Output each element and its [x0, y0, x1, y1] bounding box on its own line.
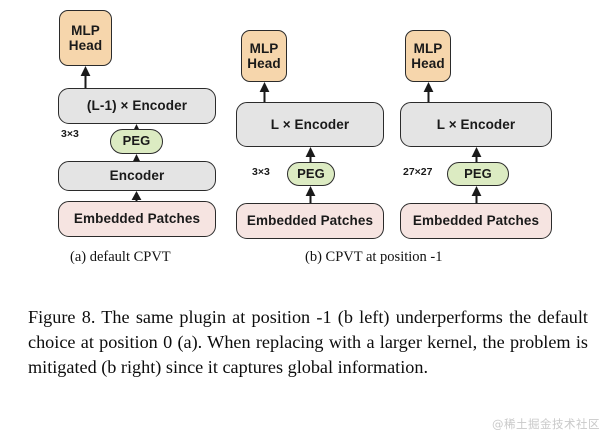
panel-b-left-peg-label: PEG — [297, 165, 325, 181]
panel-b-right-peg-box: PEG — [447, 162, 509, 186]
panel-a-mlp-head-line2: Head — [68, 38, 103, 53]
panel-a-mlp-head-box: MLP Head — [59, 10, 112, 66]
panel-b-right-arrow-encoder-to-mlp — [422, 82, 435, 102]
panel-b-right-patches-label: Embedded Patches — [412, 213, 540, 229]
panel-a-subcaption: (a) default CPVT — [70, 249, 171, 265]
panel-a-encoder-bottom-box: Encoder — [58, 161, 216, 191]
watermark-text: @稀土掘金技术社区 — [492, 417, 600, 431]
figure-caption-text: The same plugin at position -1 (b left) … — [28, 307, 588, 377]
panel-b-right-kernel-label: 27×27 — [403, 166, 433, 178]
panel-b-right-peg-label: PEG — [464, 165, 492, 181]
panel-a-arrow-encoder-to-mlp — [79, 66, 92, 88]
panel-b-right-mlp-head-box: MLP Head — [405, 30, 451, 82]
panel-a-kernel-label: 3×3 — [61, 128, 79, 140]
panel-b-left-encoder-box: L × Encoder — [236, 102, 384, 147]
panel-b-left-patches-label: Embedded Patches — [246, 213, 374, 229]
panel-a-encoder-bottom-label: Encoder — [109, 168, 165, 184]
panel-a-patches-box: Embedded Patches — [58, 201, 216, 237]
panel-b-subcaption: (b) CPVT at position -1 — [305, 249, 443, 265]
panel-a-patches-label: Embedded Patches — [73, 211, 201, 227]
panel-b-left-patches-box: Embedded Patches — [236, 203, 384, 239]
panel-a-peg-box: PEG — [110, 129, 163, 154]
panel-a-peg-label: PEG — [122, 133, 151, 149]
panel-a-encoder-top-label: (L-1) × Encoder — [86, 98, 188, 114]
panel-b-right-mlp-head-line2: Head — [411, 56, 445, 71]
panel-b-right-mlp-head-line1: MLP — [413, 40, 443, 56]
panel-b-left-mlp-head-line1: MLP — [249, 40, 279, 56]
panel-b-left-arrow-encoder-to-mlp — [258, 82, 271, 102]
panel-b-left-encoder-label: L × Encoder — [270, 116, 350, 132]
panel-a-encoder-top-box: (L-1) × Encoder — [58, 88, 216, 124]
panel-b-right-arrow-patches-to-peg — [470, 186, 483, 204]
figure-caption-number: Figure 8. — [28, 307, 96, 327]
panel-b-right-encoder-box: L × Encoder — [400, 102, 552, 147]
panel-b-left-peg-box: PEG — [287, 162, 335, 186]
panel-a-mlp-head-line1: MLP — [71, 22, 100, 38]
panel-b-right-patches-box: Embedded Patches — [400, 203, 552, 239]
figure-caption: Figure 8. The same plugin at position -1… — [28, 305, 588, 380]
panel-b-left-mlp-head-line2: Head — [247, 56, 281, 71]
panel-b-left-arrow-patches-to-peg — [304, 186, 317, 204]
panel-b-right-encoder-label: L × Encoder — [436, 116, 516, 132]
figure-diagram: MLP Head (L-1) × Encoder 3×3 PEG Encoder — [58, 10, 552, 265]
panel-b-left-mlp-head-box: MLP Head — [241, 30, 287, 82]
panel-b-left-kernel-label: 3×3 — [252, 166, 270, 178]
